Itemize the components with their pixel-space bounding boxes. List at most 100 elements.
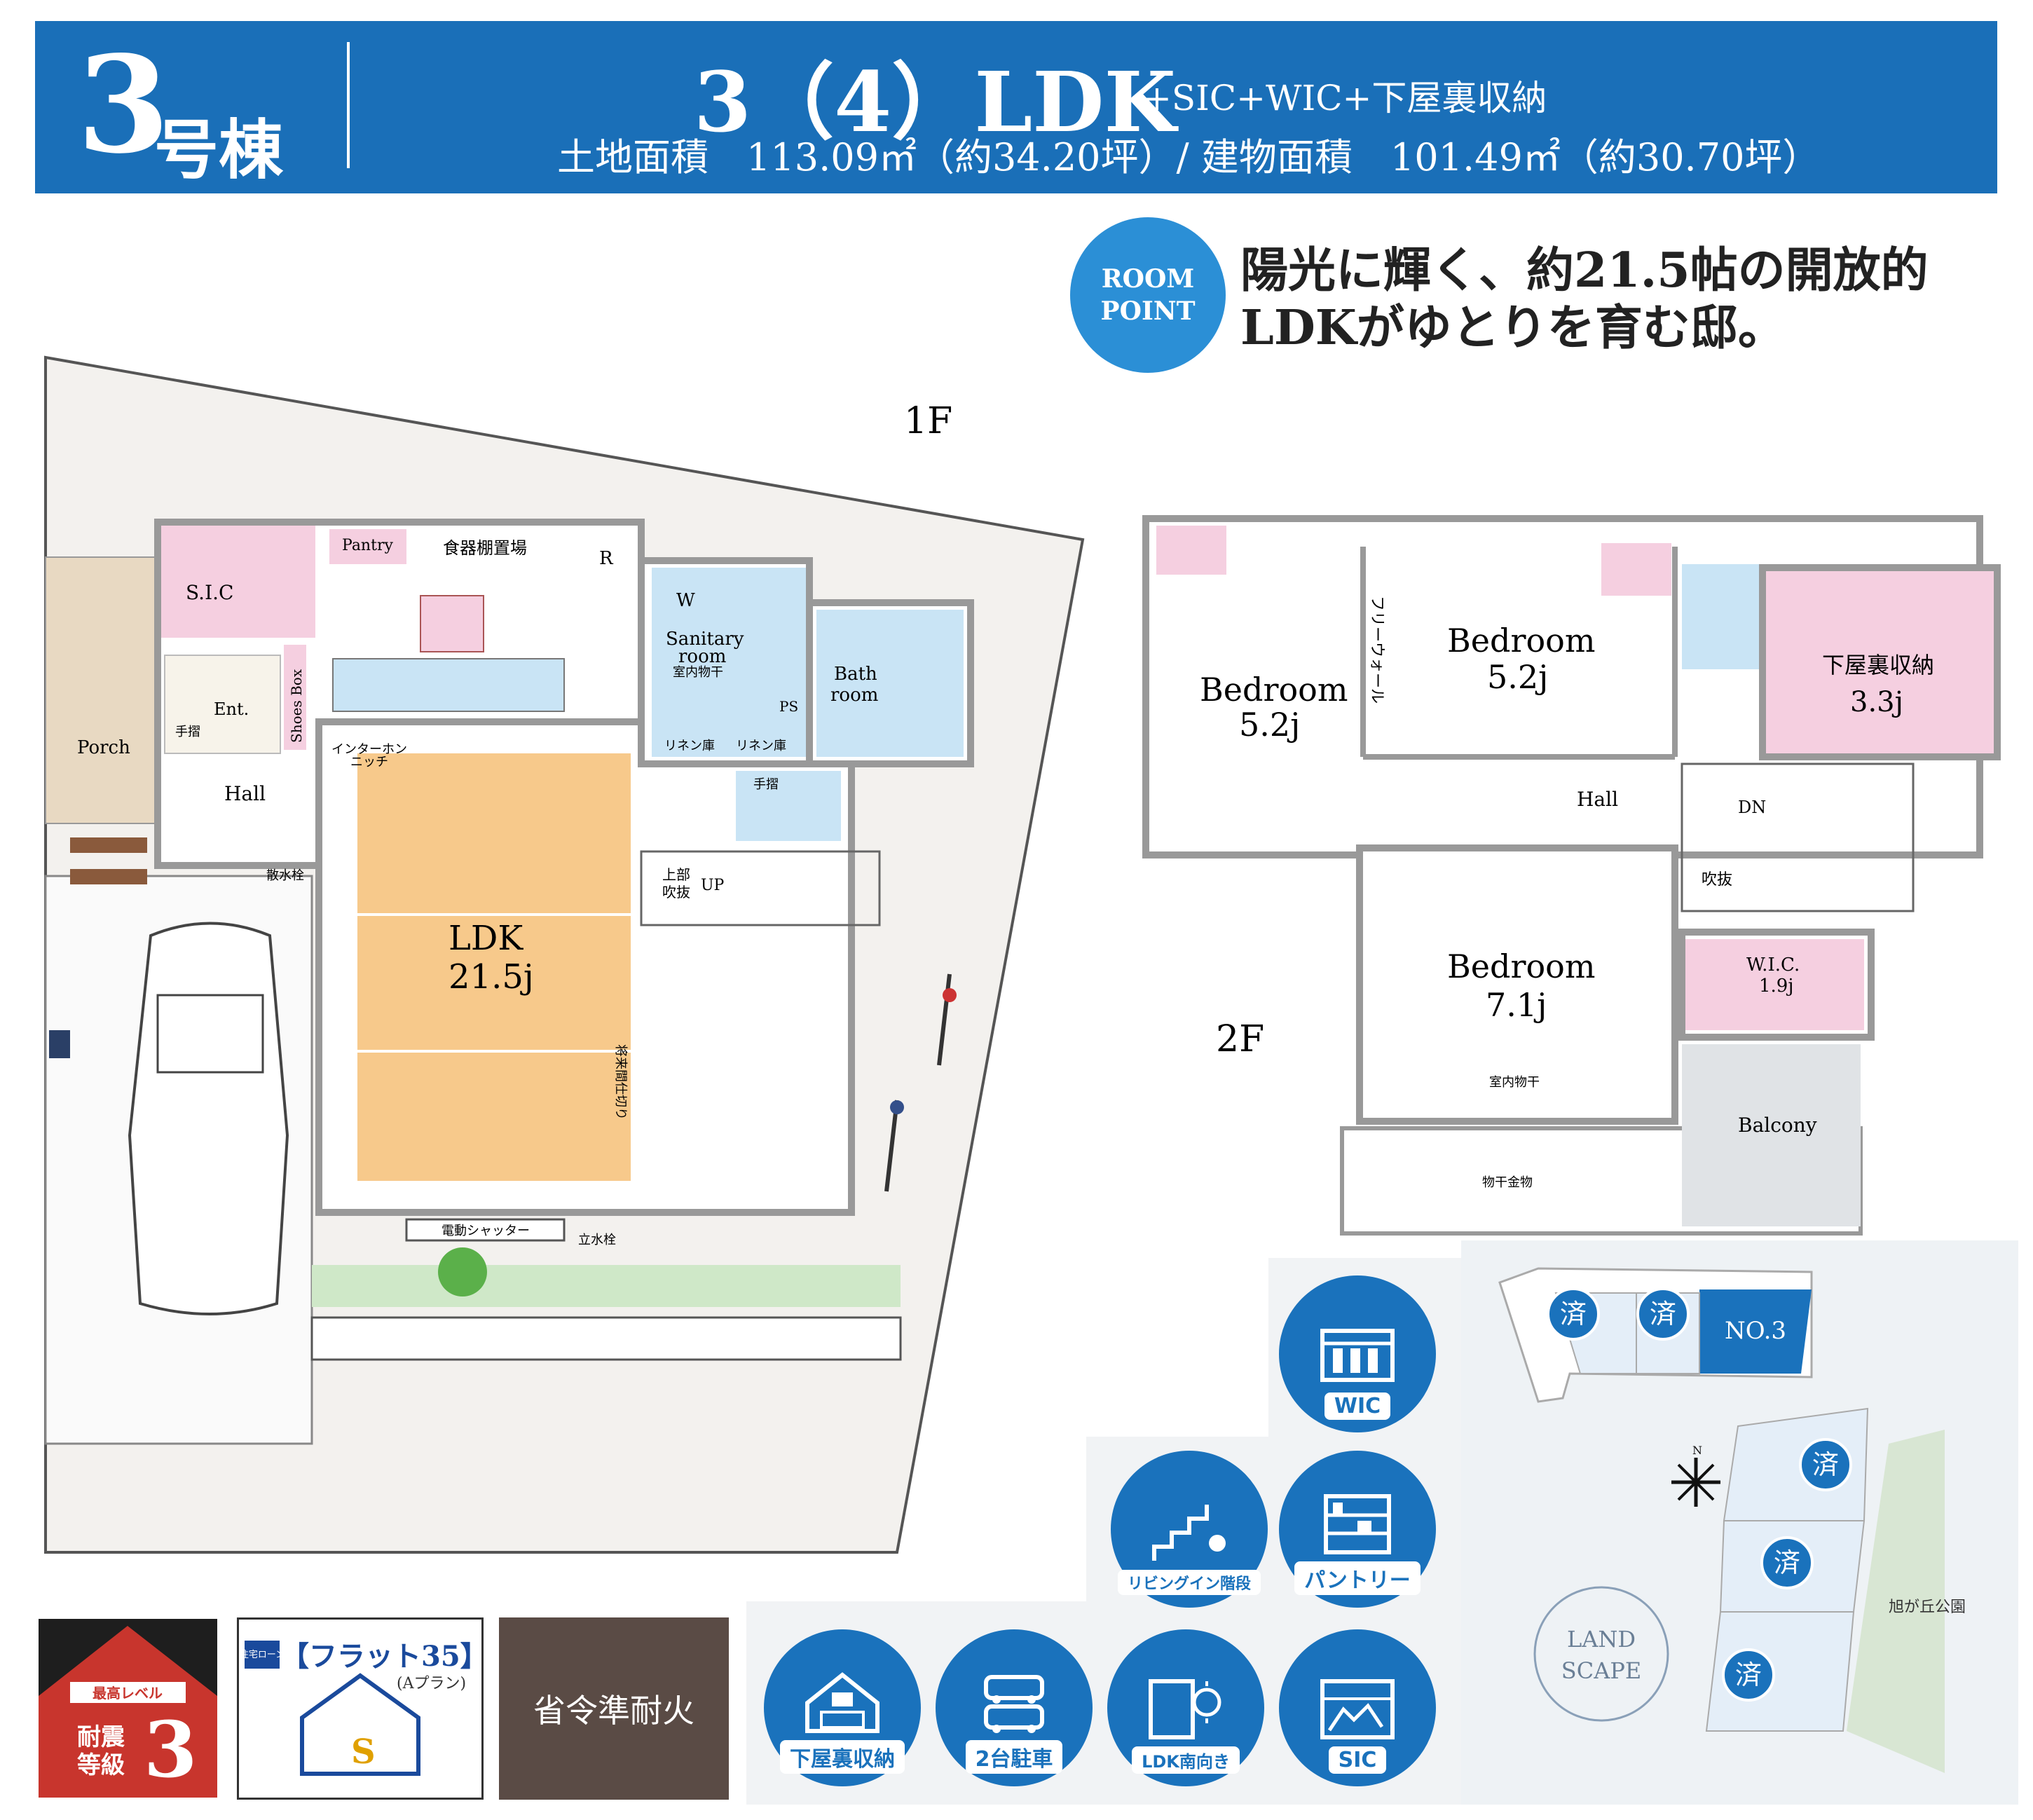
sanitary-room — [652, 568, 806, 757]
intercom-label: インターホン — [331, 742, 407, 757]
floor2-plan: Bedroom 5.2j Bedroom 5.2j フリーウォール 下屋裏収納 … — [1142, 515, 2001, 1236]
closet-a — [1156, 526, 1226, 575]
building-number: 3 — [77, 27, 170, 183]
sic-room — [161, 526, 315, 638]
porch-tiles — [45, 556, 158, 824]
flat-plan: (Aプラン) — [397, 1675, 466, 1692]
layout-title: 3（4）LDK — [694, 53, 1177, 151]
feature-sic-label: SIC — [1328, 1746, 1387, 1774]
wic-room — [1685, 939, 1864, 1030]
car-windshield — [156, 994, 264, 1074]
hall-2f-label: Hall — [1577, 788, 1618, 811]
room-point-badge: ROOM POINT — [1070, 217, 1226, 373]
wic-label: W.I.C. — [1746, 955, 1800, 976]
stairs — [640, 850, 881, 926]
sic-label: S.I.C — [186, 581, 233, 604]
void-label: 吹抜 — [1702, 871, 1732, 889]
seismic-top-label: 最高レベル — [93, 1685, 163, 1702]
landscape-line2: SCAPE — [1561, 1657, 1641, 1684]
upper-void-label-2: 吹抜 — [662, 884, 690, 901]
car-outline — [128, 922, 289, 1315]
map-lot-no3 — [1699, 1289, 1812, 1374]
map-sold-5: 済 — [1735, 1660, 1762, 1690]
map-park-label: 旭が丘公園 — [1889, 1599, 1966, 1616]
north-label: N — [1692, 1444, 1702, 1457]
ldk-floor — [357, 753, 631, 1181]
attic-label: 下屋裏収納 — [1822, 652, 1934, 678]
floor2-label: 2F — [1216, 1018, 1264, 1060]
electric-shutter — [405, 1218, 566, 1242]
seismic-line2: 等級 — [77, 1751, 125, 1779]
partition-label: 将来間仕切り — [613, 1044, 628, 1120]
room-point-text-line1: 陽光に輝く、約21.5帖の開放的 — [1240, 242, 1929, 299]
attic-house-icon — [805, 1672, 879, 1733]
feature-living-stairs-label: リビングイン階段 — [1117, 1570, 1261, 1595]
north-arrow-icon: N — [1671, 1444, 1720, 1507]
porch-label: Porch — [77, 737, 130, 758]
stairs-icon — [1152, 1505, 1226, 1561]
bedroom-a-label: Bedroom — [1200, 671, 1348, 709]
feature-wic-label: WIC — [1324, 1393, 1391, 1420]
dish-storage-label: 食器棚置場 — [443, 538, 527, 558]
dn-label: DN — [1738, 798, 1766, 817]
bath-room — [816, 610, 964, 757]
seismic-grade: 3 — [144, 1704, 198, 1795]
linen-label-2: リネン庫 — [736, 739, 786, 753]
landscape-line1: LAND — [1567, 1626, 1636, 1653]
seismic-line1: 耐震 — [77, 1723, 125, 1751]
front-parking-edge — [310, 1316, 902, 1361]
sprinkler-label: 散水栓 — [266, 868, 304, 883]
entrance-floor — [164, 655, 281, 754]
flat-house-icon — [300, 1673, 420, 1776]
balcony-area — [1682, 1044, 1861, 1226]
ldk-size: 21.5j — [449, 957, 534, 997]
room-point-text-line2: LDKがゆとりを育む邸。 — [1240, 300, 1786, 356]
bedroom-c-room — [1356, 844, 1678, 1125]
room-point-line1: ROOM — [1101, 264, 1195, 294]
ps-label: PS — [779, 698, 798, 715]
pantry-shelf-icon — [1324, 1494, 1391, 1554]
feature-living-stairs: リビングイン階段 — [1111, 1451, 1268, 1608]
shoe-closet-icon — [1320, 1679, 1395, 1739]
handrail-label-2: 手摺 — [753, 777, 779, 792]
closet-b — [1601, 543, 1671, 596]
map-current-lot: NO.3 — [1725, 1317, 1786, 1345]
bedroom-b-label: Bedroom — [1447, 622, 1595, 659]
feature-ldk-south-label: LDK南向き — [1132, 1746, 1240, 1774]
linen-label: リネン庫 — [664, 739, 715, 753]
feature-pantry: パントリー — [1279, 1451, 1436, 1608]
bedroom-a-size: 5.2j — [1239, 706, 1300, 744]
feature-two-cars-label: 2台駐車 — [965, 1740, 1063, 1774]
bicycle-icon-2 — [884, 1100, 899, 1192]
meter-box — [49, 1030, 70, 1058]
sanitary-label-2: room — [678, 646, 726, 667]
feature-wic: WIC — [1279, 1275, 1436, 1432]
attic-size: 3.3j — [1850, 686, 1903, 718]
ldk-label: LDK — [449, 919, 523, 958]
up-label: UP — [701, 877, 725, 894]
pantry-area — [329, 529, 406, 564]
garden-bench-2 — [70, 869, 147, 884]
bath-label-2: room — [830, 685, 878, 706]
fridge-spot — [420, 595, 484, 652]
laundry-hardware-label: 物干金物 — [1482, 1175, 1533, 1190]
handrail-label: 手摺 — [175, 725, 200, 739]
lawn-strip — [312, 1265, 901, 1307]
header-divider — [347, 42, 350, 168]
attic-storage-room — [1759, 564, 2001, 760]
fridge-label: R — [599, 548, 614, 569]
floor1-label: 1F — [904, 400, 952, 442]
wardrobe-icon — [1320, 1329, 1395, 1382]
seismic-grade-badge: 最高レベル 耐震 等級 3 — [39, 1619, 217, 1798]
area-summary: 土地面積 113.09㎡（約34.20坪）/ 建物面積 101.49㎡（約30.… — [557, 135, 1821, 179]
wash-label: W — [676, 590, 695, 611]
site-map: 済 済 済 済 済 NO.3 旭が丘公園 LAND SCAPE N — [1461, 1240, 2018, 1805]
upper-void-label: 上部 — [662, 866, 690, 883]
header-bar: 3 号棟 3（4）LDK +SIC+WIC+下屋裏収納 土地面積 113.09㎡… — [35, 21, 1997, 193]
shoes-box — [284, 645, 306, 750]
feature-attic-label: 下屋裏収納 — [780, 1740, 905, 1774]
garden-bench — [70, 837, 147, 853]
map-sold-2: 済 — [1650, 1299, 1676, 1329]
sun-window-icon — [1149, 1679, 1221, 1739]
